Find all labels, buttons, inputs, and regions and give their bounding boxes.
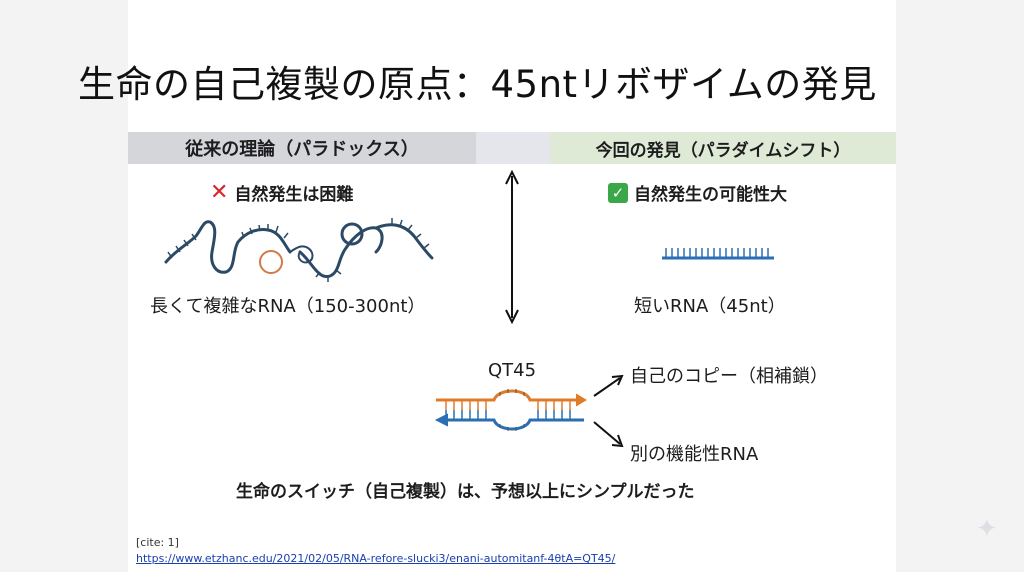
left-subheading-text: 自然発生は困難 [234, 185, 354, 205]
conclusion-message: 生命のスイッチ（自己複製）は、予想以上にシンプルだった [236, 482, 695, 502]
header-divider [476, 132, 550, 164]
output-self-copy: 自己のコピー（相補鎖） [630, 366, 828, 387]
output-functional-rna: 別の機能性RNA [630, 444, 759, 465]
sparkle-icon: ✦ [976, 514, 998, 544]
citation-label: [cite: 1] [136, 536, 179, 549]
cross-mark-icon: ✕ [210, 179, 229, 205]
header-right-label: 今回の発見（パラダイムシフト） [595, 140, 851, 161]
header-conventional-theory: 従来の理論（パラドックス） [128, 132, 476, 164]
header-left-label: 従来の理論（パラドックス） [185, 139, 419, 160]
slide-title: 生命の自己複製の原点：45ntリボザイムの発見 [78, 63, 877, 106]
right-subheading: ✓ 自然発生の可能性大 [608, 180, 787, 205]
right-subheading-text: 自然発生の可能性大 [634, 185, 787, 205]
header-new-discovery: 今回の発見（パラダイムシフト） [550, 132, 896, 164]
ribozyme-label: QT45 [488, 360, 537, 381]
left-caption: 長くて複雑なRNA（150-300nt） [150, 296, 426, 317]
left-subheading: ✕ 自然発生は困難 [210, 180, 353, 205]
citation-link[interactable]: https://www.etzhanc.edu/2021/02/05/RNA-r… [136, 552, 616, 565]
check-mark-icon: ✓ [608, 182, 628, 203]
right-caption: 短いRNA（45nt） [634, 296, 786, 317]
